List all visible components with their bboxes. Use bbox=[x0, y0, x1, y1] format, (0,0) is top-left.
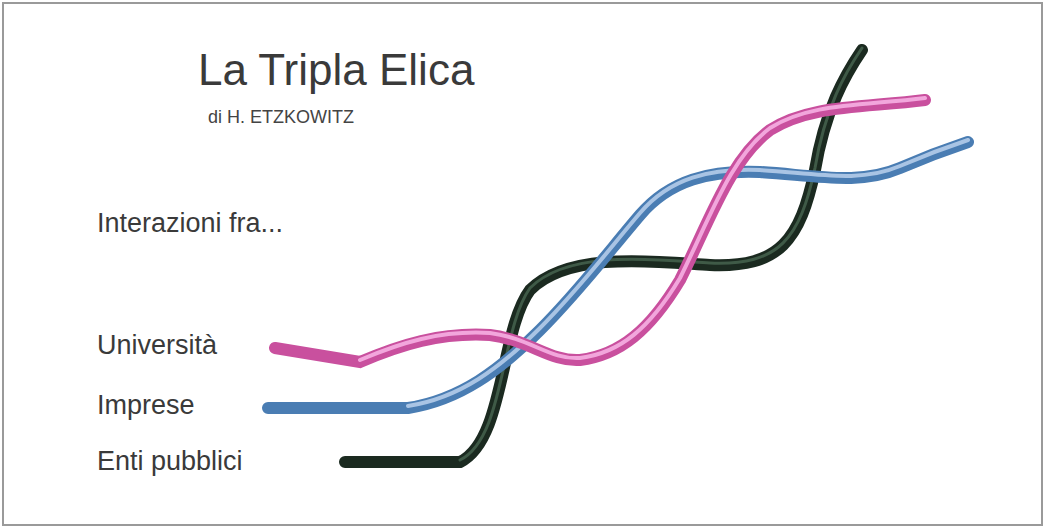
frame bbox=[3, 3, 1042, 525]
intro-label: Interazioni fra... bbox=[97, 208, 283, 239]
diagram-title: La Tripla Elica bbox=[198, 45, 474, 96]
strand-label: Enti pubblici bbox=[97, 446, 243, 477]
business-strand bbox=[268, 140, 968, 408]
strand-label: Imprese bbox=[97, 390, 195, 421]
strand-label: Università bbox=[97, 330, 217, 361]
author-subtitle: di H. ETZKOWITZ bbox=[208, 107, 354, 128]
university-strand bbox=[275, 98, 925, 362]
